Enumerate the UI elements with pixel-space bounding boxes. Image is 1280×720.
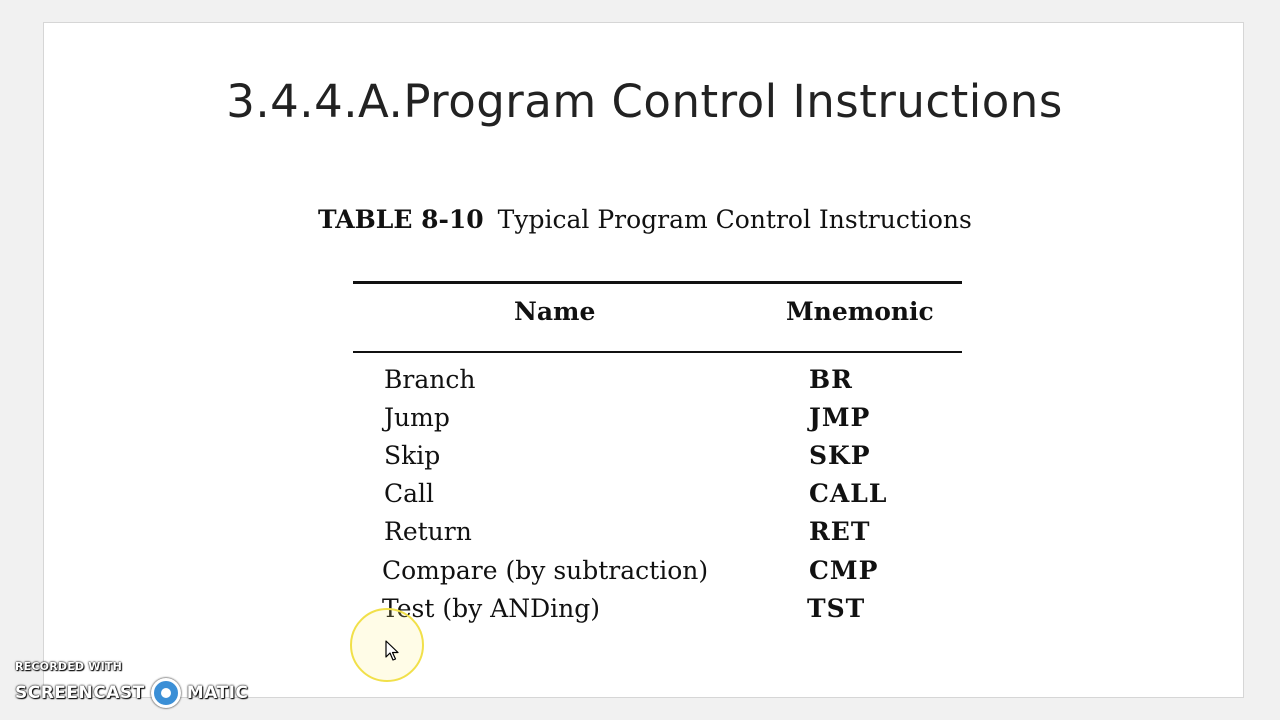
slide-title: 3.4.4.A.Program Control Instructions (226, 75, 1063, 128)
table-row: Call CALL (44, 479, 1245, 517)
mouse-pointer-icon (385, 640, 399, 661)
table-row: Jump JMP (44, 403, 1245, 441)
row-name: Skip (384, 441, 441, 470)
row-name: Call (384, 479, 435, 508)
column-header-mnemonic: Mnemonic (786, 297, 934, 326)
table-row: Return RET (44, 517, 1245, 555)
table-row: Test (by ANDing) TST (44, 594, 1245, 632)
row-mnemonic: RET (809, 517, 871, 546)
watermark-left-text: SCREENCAST (15, 683, 145, 703)
row-mnemonic: CMP (809, 556, 879, 585)
row-mnemonic: BR (809, 365, 853, 394)
slide: 3.4.4.A.Program Control Instructions TAB… (43, 22, 1244, 698)
row-name: Return (384, 517, 472, 546)
table-caption: TABLE 8-10 Typical Program Control Instru… (318, 205, 972, 234)
table-header-rule (353, 351, 962, 353)
row-name: Jump (384, 403, 450, 432)
row-mnemonic: SKP (809, 441, 871, 470)
screencast-watermark: RECORDED WITH SCREENCAST MATIC (15, 660, 248, 708)
table-row: Branch BR (44, 365, 1245, 403)
table-caption-number: TABLE 8-10 (318, 205, 484, 234)
column-header-name: Name (514, 297, 596, 326)
row-name: Compare (by subtraction) (382, 556, 709, 585)
watermark-right-text: MATIC (186, 683, 249, 703)
row-name: Test (by ANDing) (382, 594, 601, 623)
row-mnemonic: JMP (809, 403, 871, 432)
watermark-recorded-with: RECORDED WITH (15, 660, 123, 673)
table-caption-text: Typical Program Control Instructions (497, 205, 972, 234)
table-top-rule (353, 281, 962, 284)
cursor-highlight (350, 608, 424, 682)
watermark-logo: SCREENCAST MATIC (15, 678, 248, 708)
row-mnemonic: TST (807, 594, 866, 623)
table-row: Skip SKP (44, 441, 1245, 479)
table-row: Compare (by subtraction) CMP (44, 556, 1245, 594)
row-name: Branch (384, 365, 476, 394)
row-mnemonic: CALL (809, 479, 888, 508)
screencast-logo-icon (150, 678, 181, 708)
